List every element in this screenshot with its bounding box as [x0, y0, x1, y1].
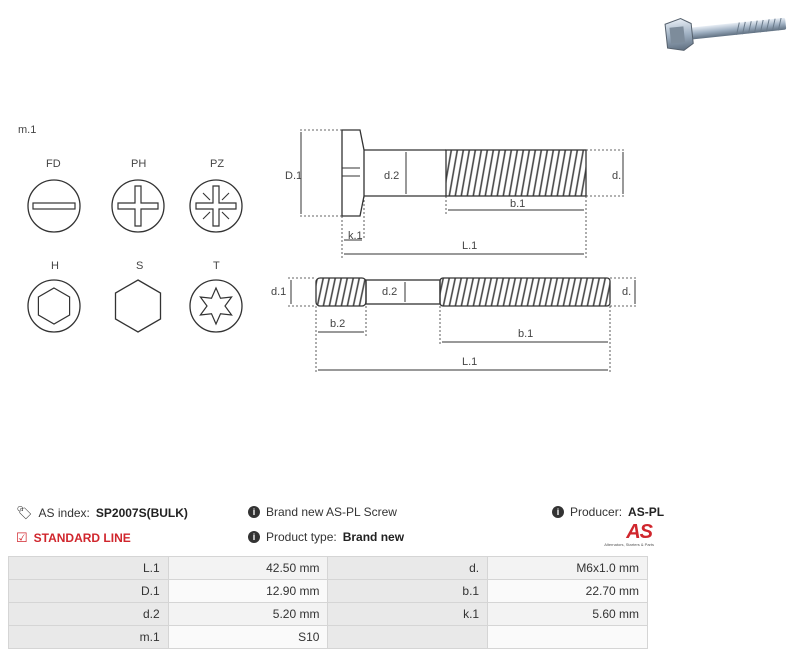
spec-value: M6x1.0 mm	[487, 556, 648, 580]
dim2-d2-label: d.2	[382, 286, 398, 298]
producer-value: AS-PL	[628, 505, 665, 519]
as-index: 🏷 AS index: SP2007S(BULK)	[16, 505, 188, 521]
spec-value: 5.60 mm	[487, 602, 648, 626]
head-pz-label: PZ	[210, 158, 225, 170]
hex-socket-head-icon	[27, 279, 81, 333]
info-icon: i	[552, 506, 564, 518]
table-row: L.1 42.50 mm d. M6x1.0 mm	[8, 556, 648, 580]
logo-tagline: Alternators, Starters & Parts	[604, 542, 654, 547]
spec-value	[487, 625, 648, 649]
spec-value: S10	[167, 625, 329, 649]
table-row: d.2 5.20 mm k.1 5.60 mm	[8, 602, 648, 626]
head-fd-label: FD	[46, 158, 61, 170]
slotted-head-icon	[27, 179, 81, 233]
table-row: D.1 12.90 mm b.1 22.70 mm	[8, 579, 648, 603]
as-index-label: AS index:	[38, 506, 90, 520]
spec-key: b.1	[327, 579, 489, 603]
head-t-label: T	[213, 260, 220, 272]
torx-head-icon	[189, 279, 243, 333]
as-index-value: SP2007S(BULK)	[95, 506, 188, 520]
line-badge: ☑ STANDARD LINE	[16, 530, 131, 546]
dim2-b2-label: b.2	[330, 318, 346, 330]
head-section-label: m.1	[18, 124, 37, 136]
product-photo	[664, 17, 787, 51]
spec-table: L.1 42.50 mm d. M6x1.0 mm D.1 12.90 mm b…	[8, 556, 648, 649]
head-s-label: S	[136, 260, 144, 272]
spec-key: d.	[327, 556, 489, 580]
product-type-label: Product type:	[266, 530, 337, 544]
table-row: m.1 S10	[8, 625, 648, 649]
head-h-label: H	[51, 260, 59, 272]
spec-key: L.1	[8, 556, 169, 580]
phillips-head-icon	[111, 179, 165, 233]
dim-d2-label: d.2	[384, 170, 400, 182]
dim2-b1-label: b.1	[518, 328, 534, 340]
check-square-icon: ☑	[16, 530, 28, 545]
as-pl-logo: AS Alternators, Starters & Parts	[600, 521, 654, 554]
stud-screw-drawing	[288, 277, 638, 372]
spec-key: k.1	[327, 602, 489, 626]
info-icon: i	[248, 531, 260, 543]
producer-label: Producer:	[570, 505, 623, 519]
logo-text: AS	[626, 521, 653, 543]
line-label: STANDARD LINE	[33, 531, 131, 545]
dim2-d-label: d.	[622, 286, 632, 298]
description-text: Brand new AS-PL Screw	[266, 505, 397, 519]
spec-key: d.2	[8, 602, 169, 626]
description-row: i Brand new AS-PL Screw	[248, 505, 397, 519]
hex-head-icon	[114, 279, 162, 333]
dim-d1-label: D.1	[285, 170, 303, 182]
dim-k1-label: k.1	[348, 230, 363, 242]
countersunk-screw-drawing	[300, 129, 626, 258]
dim-b1-label: b.1	[510, 198, 526, 210]
dim2-d1-label: d.1	[271, 286, 287, 298]
spec-value: 42.50 mm	[167, 556, 329, 580]
spec-key: D.1	[8, 579, 169, 603]
tags-icon: 🏷	[16, 505, 33, 520]
info-icon: i	[248, 506, 260, 518]
head-ph-label: PH	[131, 158, 147, 170]
dim-l1-label: L.1	[462, 240, 478, 252]
spec-key	[327, 625, 489, 649]
spec-value: 22.70 mm	[487, 579, 648, 603]
spec-value: 12.90 mm	[167, 579, 329, 603]
dim-d-label: d.	[612, 170, 622, 182]
spec-key: m.1	[8, 625, 169, 649]
product-type-value: Brand new	[342, 530, 405, 544]
spec-value: 5.20 mm	[167, 602, 329, 626]
dim2-l1-label: L.1	[462, 356, 478, 368]
product-type-row: i Product type: Brand new	[248, 530, 404, 544]
pozidriv-head-icon	[189, 179, 243, 233]
producer-row: i Producer: AS-PL	[552, 505, 664, 519]
